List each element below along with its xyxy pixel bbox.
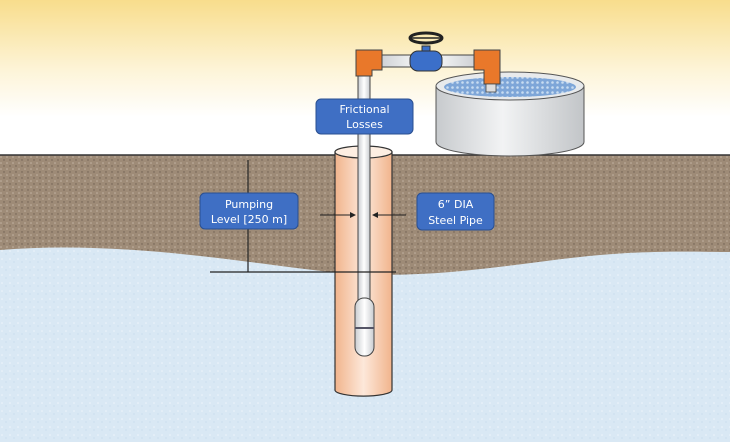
outlet-spout (485, 83, 497, 93)
left-elbow (355, 49, 383, 77)
label-text: 6” DIA (438, 198, 474, 211)
label-text: Steel Pipe (428, 214, 483, 227)
valve-icon (408, 31, 444, 72)
label-text: Frictional (339, 103, 389, 116)
label-text: Level [250 m] (211, 213, 287, 226)
frictional-losses-label: Frictional Losses (315, 98, 414, 135)
label-text: Pumping (225, 198, 273, 211)
submersible-pump (354, 297, 375, 357)
label-text: Losses (346, 118, 383, 131)
right-elbow (473, 49, 501, 85)
pumping-level-label: Pumping Level [250 m] (199, 192, 299, 230)
steel-pipe-label: 6” DIA Steel Pipe (416, 192, 495, 231)
storage-tank (435, 71, 585, 157)
